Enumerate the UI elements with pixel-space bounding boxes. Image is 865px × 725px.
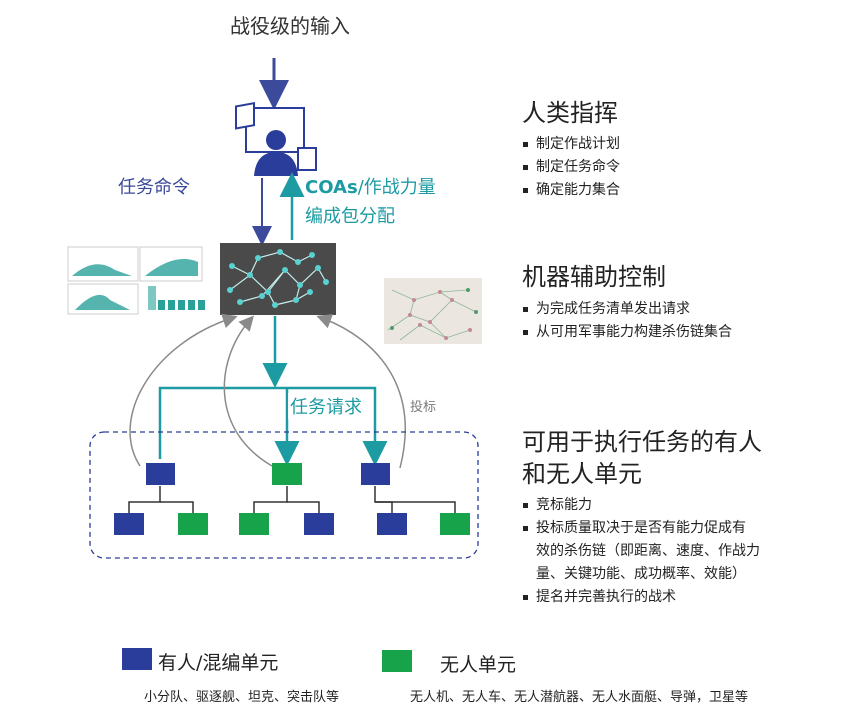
units-title-line2: 和无人单元 <box>522 460 642 488</box>
coa-bold-text: COAs <box>305 177 358 198</box>
human-command-section: 人类指挥 制定作战计划 制定任务命令 确定能力集合 <box>522 97 620 202</box>
unmanned-unit-node <box>272 463 302 485</box>
manned-unit-node <box>114 513 144 535</box>
bullet-item: 制定作战计划 <box>522 133 620 156</box>
manned-legend-label: 有人/混编单元 <box>158 652 279 674</box>
coa-allocation-label: COAs/作战力量 编成包分配 <box>305 173 436 231</box>
bullet-item: 制定任务命令 <box>522 156 620 179</box>
battlefield-map-image <box>384 278 482 344</box>
bid-arrows <box>129 313 406 469</box>
bullet-item: 确定能力集合 <box>522 179 620 202</box>
unit-tree-lines <box>128 486 456 513</box>
manned-legend-swatch <box>122 648 152 670</box>
bullet-item: 提名并完善执行的战术 <box>522 586 762 609</box>
human-command-title: 人类指挥 <box>522 99 618 127</box>
campaign-input-label: 战役级的输入 <box>230 14 350 38</box>
manned-unit-node <box>361 463 390 485</box>
machine-control-bullets: 为完成任务清单发出请求 从可用军事能力构建杀伤链集合 <box>522 298 732 344</box>
bullet-item: 竞标能力 <box>522 494 762 517</box>
machine-control-title: 机器辅助控制 <box>522 263 666 291</box>
unmanned-unit-node <box>178 513 208 535</box>
task-request-label: 任务请求 <box>288 393 364 419</box>
machine-control-section: 机器辅助控制 为完成任务清单发出请求 从可用军事能力构建杀伤链集合 <box>522 261 732 344</box>
manned-unit-node <box>304 513 334 535</box>
units-bullets: 竞标能力 投标质量取决于是否有能力促成有 效的杀伤链（即距离、速度、作战力 量、… <box>522 494 762 609</box>
manned-unit-node <box>146 463 175 485</box>
ai-network-box <box>220 243 336 315</box>
task-order-label: 任务命令 <box>118 177 190 198</box>
commander-icon <box>235 102 317 176</box>
task-request-arrows <box>158 316 388 466</box>
unmanned-legend-label: 无人单元 <box>440 654 517 676</box>
analytics-charts-image <box>67 246 205 315</box>
coa-line2-text: 编成包分配 <box>305 206 395 227</box>
bullet-item: 从可用军事能力构建杀伤链集合 <box>522 321 732 344</box>
bid-label: 投标 <box>410 400 437 415</box>
bullet-item: 为完成任务清单发出请求 <box>522 298 732 321</box>
units-container <box>89 431 479 559</box>
unmanned-legend-swatch <box>382 650 412 672</box>
manned-unit-node <box>377 513 407 535</box>
unmanned-unit-node <box>440 513 470 535</box>
bullet-continuation: 量、关键功能、成功概率、效能） <box>536 566 746 582</box>
units-title-line1: 可用于执行任务的有人 <box>522 428 762 456</box>
unmanned-legend-desc: 无人机、无人车、无人潜航器、无人水面艇、导弹，卫星等 <box>410 690 749 705</box>
unmanned-unit-node <box>239 513 269 535</box>
manned-legend-desc: 小分队、驱逐舰、坦克、突击队等 <box>144 690 340 705</box>
human-command-bullets: 制定作战计划 制定任务命令 确定能力集合 <box>522 133 620 202</box>
bullet-continuation: 效的杀伤链（即距离、速度、作战力 <box>536 543 760 559</box>
unit-nodes <box>114 463 470 535</box>
coa-rest-text: /作战力量 <box>357 177 436 198</box>
units-section: 可用于执行任务的有人 和无人单元 竞标能力 投标质量取决于是否有能力促成有 效的… <box>522 426 762 609</box>
bullet-item: 投标质量取决于是否有能力促成有 <box>522 517 762 540</box>
